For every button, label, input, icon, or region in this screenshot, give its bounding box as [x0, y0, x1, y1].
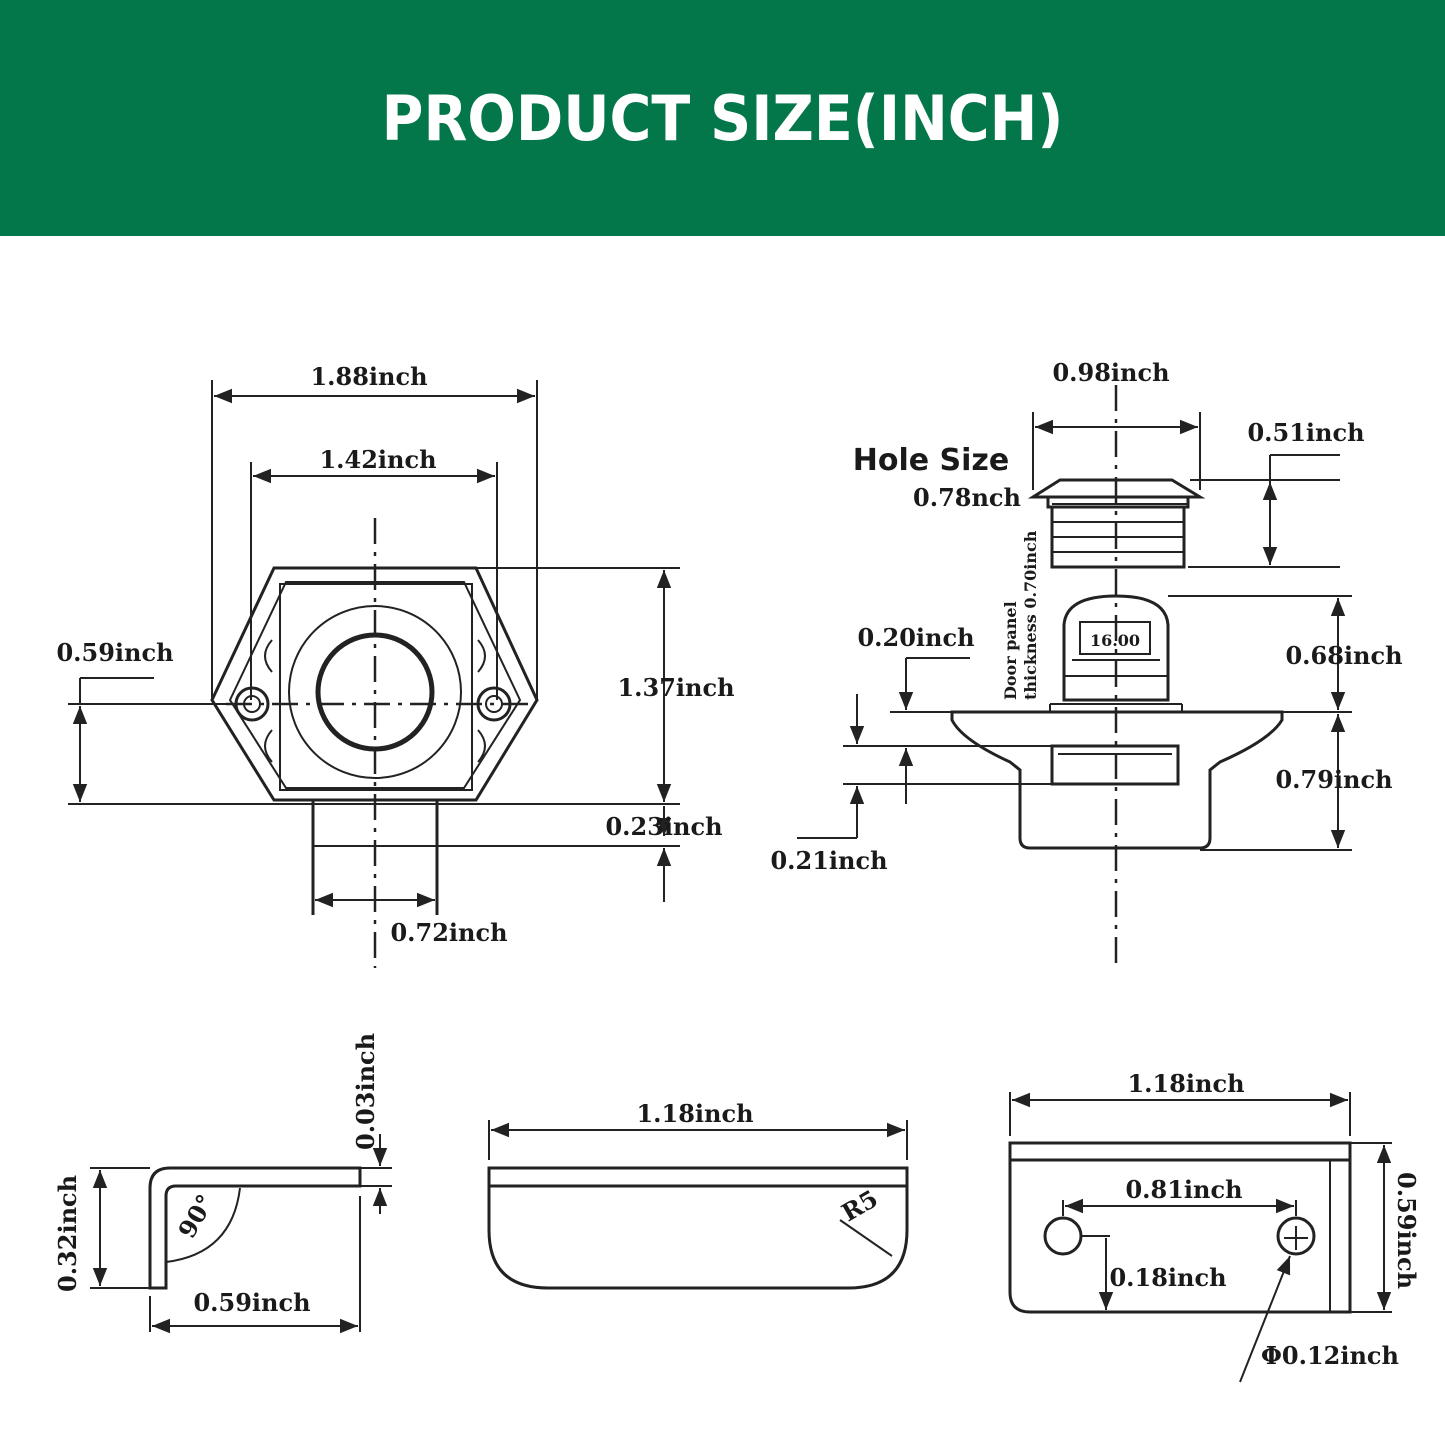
- lobe-left-top: [264, 639, 273, 673]
- dim-body-bottom: 0.79inch: [1275, 765, 1392, 794]
- side-view: 16.00 0.98inch 0.51inch Hole Size 0.78nc…: [770, 358, 1403, 968]
- bracket-radius: R5: [837, 1184, 883, 1227]
- button-marking-box: [1079, 621, 1151, 655]
- dim-bracket-width: 0.59inch: [193, 1288, 310, 1317]
- plate-hole-right: [1276, 1216, 1316, 1256]
- angle-arc: [165, 1187, 241, 1263]
- hole-size-title: Hole Size: [853, 443, 1010, 478]
- lock-body-outline: [279, 583, 473, 791]
- push-button: [315, 632, 435, 752]
- dim-body-top: 0.68inch: [1285, 641, 1402, 670]
- title-banner: PRODUCT SIZE(INCH): [0, 0, 1445, 236]
- dim-hole-offset: 0.18inch: [1109, 1263, 1226, 1292]
- dim-bracket-thickness: 0.03inch: [351, 1033, 380, 1150]
- bracket-angle: 90°: [172, 1189, 220, 1243]
- dim-hole-center: 0.59inch: [56, 638, 173, 667]
- bracket-front-outline: [487, 1166, 909, 1290]
- lobe-right-bottom: [477, 729, 486, 763]
- dim-bracket-front-width: 1.18inch: [636, 1099, 753, 1128]
- button-bezel: [288, 605, 462, 779]
- screw-hole-right: [476, 686, 512, 722]
- lobe-right-top: [477, 639, 486, 673]
- lock-body-side: [950, 710, 1284, 850]
- dim-width-outer: 1.88inch: [310, 362, 427, 391]
- dim-cap-height: 0.51inch: [1247, 418, 1364, 447]
- lobe-left-bottom: [264, 729, 273, 763]
- plate-hole-left: [1043, 1216, 1083, 1256]
- button-marking: 16.00: [1090, 631, 1140, 650]
- dim-bracket-height: 0.32inch: [53, 1175, 82, 1292]
- bracket-plate-outline: [1008, 1141, 1352, 1314]
- bracket-plate-view: 1.18inch 0.81inch 0.59inch 0.18inch Φ0.1…: [1008, 1069, 1421, 1383]
- dim-stem-width: 0.72inch: [390, 918, 507, 947]
- lock-hex-inner: [228, 581, 522, 789]
- radius-leader: [839, 1219, 893, 1257]
- dim-hole-diameter: Φ0.12inch: [1261, 1341, 1399, 1370]
- dim-width-inner: 1.42inch: [319, 445, 436, 474]
- dim-plate-height: 0.59inch: [1392, 1172, 1421, 1289]
- front-view: 1.88inch 1.42inch 1.37inch 0.59inch 0.23…: [56, 362, 735, 968]
- dim-gap-top: 0.20inch: [857, 623, 974, 652]
- door-panel-label-line2: thickness 0.70inch: [1021, 530, 1040, 700]
- dim-gap-bottom: 0.21inch: [770, 846, 887, 875]
- technical-drawing: 1.88inch 1.42inch 1.37inch 0.59inch 0.23…: [53, 358, 1421, 1383]
- screw-hole-right-inner: [485, 695, 503, 713]
- hole-size-value: 0.78nch: [913, 483, 1021, 512]
- latch-window: [1050, 744, 1180, 786]
- dim-height: 1.37inch: [617, 673, 734, 702]
- button-dome: [1062, 594, 1170, 702]
- door-panel-label-line1: Door panel: [1001, 601, 1020, 700]
- bracket-side-view: 90° 0.03inch 0.32inch 0.59inch: [53, 1033, 392, 1334]
- dim-hole-spacing: 0.81inch: [1125, 1175, 1242, 1204]
- dim-plate-width: 1.18inch: [1127, 1069, 1244, 1098]
- dim-stem-height: 0.23inch: [605, 812, 722, 841]
- bracket-front-view: R5 1.18inch: [487, 1099, 909, 1290]
- page-title: PRODUCT SIZE(INCH): [381, 81, 1064, 155]
- dim-cap-width: 0.98inch: [1052, 358, 1169, 387]
